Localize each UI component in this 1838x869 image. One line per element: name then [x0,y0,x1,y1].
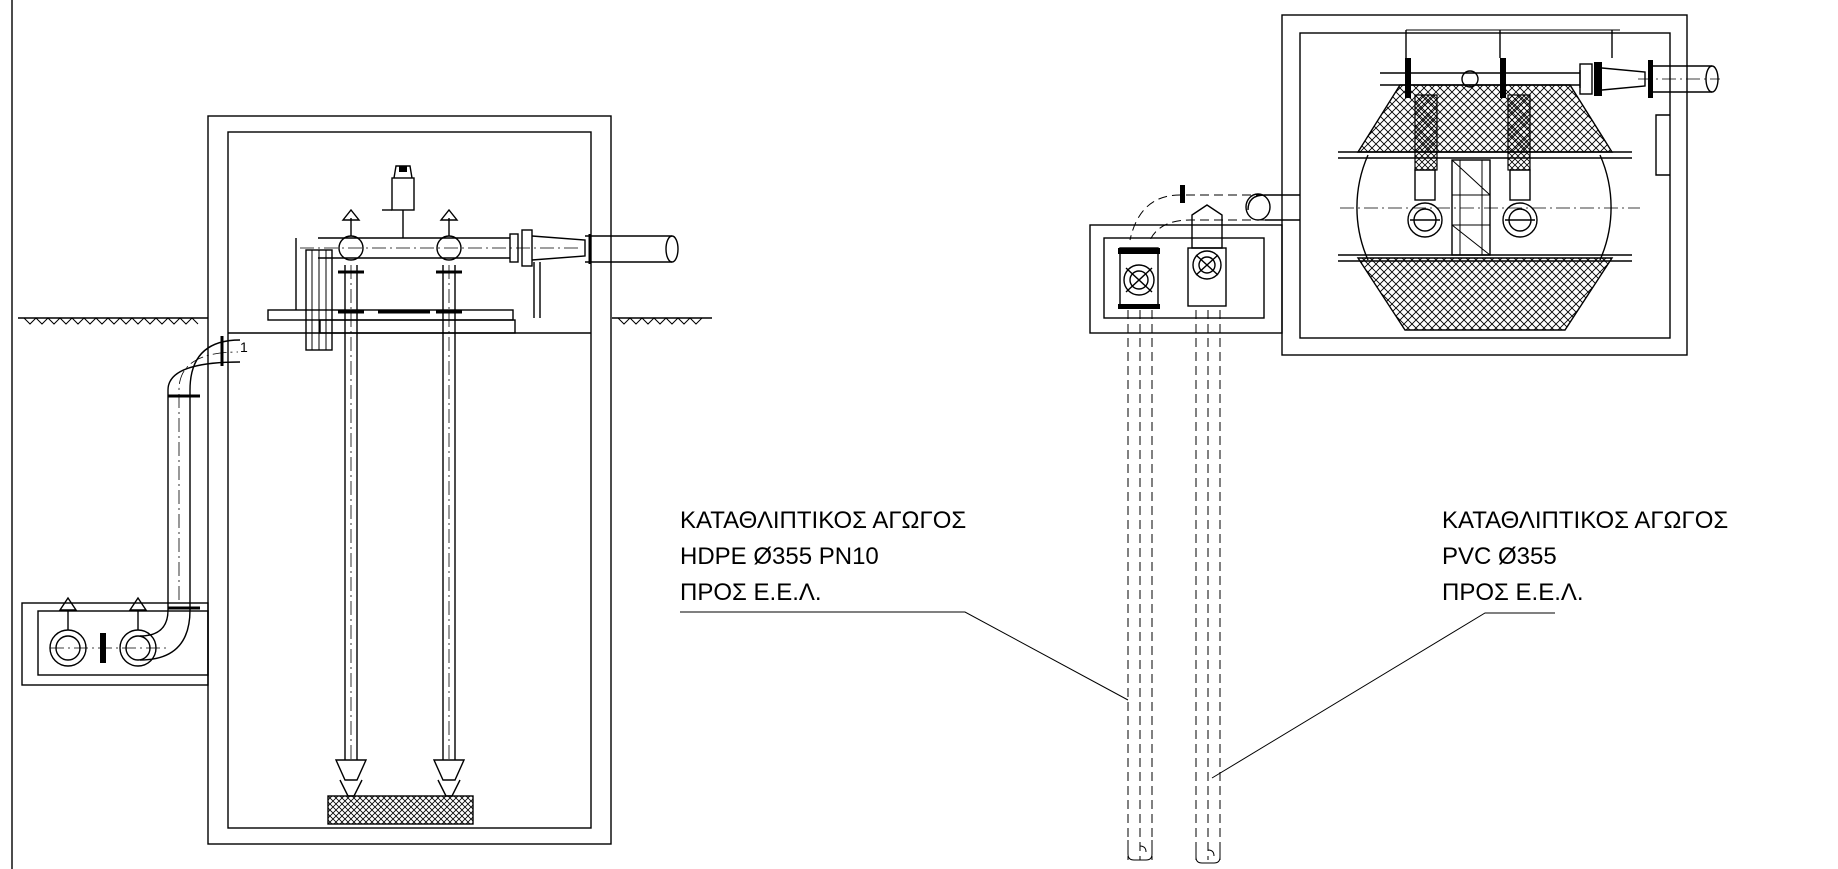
left-label-line1: ΚΑΤΑΘΛΙΠΤΙΚΟΣ ΑΓΩΓΟΣ [680,507,966,534]
plan-wall-notch [1655,114,1670,176]
plan-chamber-inner [1299,32,1671,339]
central-duct [1451,159,1491,256]
discharge-riser-pipe [139,336,241,661]
chamber-inner-wall [227,131,592,829]
column-2-valves [436,208,462,314]
outlet-pipe [585,234,679,264]
elbow-mark: 1 [240,339,248,355]
plan-outlet-pipe [1579,60,1720,98]
upper-hatched-slab [1356,84,1614,153]
lower-hatched-slab [1356,257,1614,331]
plan-pipe-pvc [1195,310,1221,864]
left-label-line2: HDPE Ø355 PN10 [680,543,879,570]
plan-box-valve-2 [1187,204,1227,307]
pump-column-2 [432,265,466,797]
plan-box-valve-1 [1118,247,1160,309]
support-legs [295,238,541,318]
ground-line-left [18,317,208,325]
strainer-tube [305,249,333,351]
right-label-leader [1211,612,1555,779]
left-label-line3: ΠΡΟΣ Ε.Ε.Λ. [680,579,822,606]
plan-pump-1 [1407,94,1443,238]
ground-line-right [612,317,712,325]
wet-well-circle-right [1599,154,1612,261]
left-label-leader [680,611,1129,701]
plan-valve-box-inner [1103,237,1265,319]
valve-box-inner [37,610,209,676]
slab-plinth [319,319,516,334]
left-pipe-label: ΚΑΤΑΘΛΙΠΤΙΚΟΣ ΑΓΩΓΟΣ HDPE Ø355 PN10 ΠΡΟΣ… [680,507,1129,701]
chamber-outer-wall [207,115,612,845]
plan-valve-box-outer [1089,224,1283,334]
right-label-line3: ΠΡΟΣ Ε.Ε.Λ. [1442,579,1584,606]
plan-chamber-outer [1281,14,1688,356]
header-pipe [300,229,586,267]
pump-base-grate [327,795,474,825]
plan-pump-2 [1502,94,1538,238]
pump-column-1 [334,265,368,797]
section-view: 1 [18,115,712,845]
plan-bend-dashed [1129,185,1300,241]
column-1-valves [338,208,364,314]
air-release-valve [382,165,415,238]
plan-header-pipe [1380,29,1620,98]
right-pipe-label: ΚΑΤΑΘΛΙΠΤΙΚΟΣ ΑΓΩΓΟΣ PVC Ø355 ΠΡΟΣ Ε.Ε.Λ… [1211,507,1728,779]
valve-box-gate-valves [49,596,170,667]
plan-pipe-hdpe [1127,310,1153,861]
right-label-line1: ΚΑΤΑΘΛΙΠΤΙΚΟΣ ΑΓΩΓΟΣ [1442,507,1728,534]
wet-well-circle [1356,154,1369,261]
right-label-line2: PVC Ø355 [1442,543,1557,570]
plan-view [1089,14,1720,864]
